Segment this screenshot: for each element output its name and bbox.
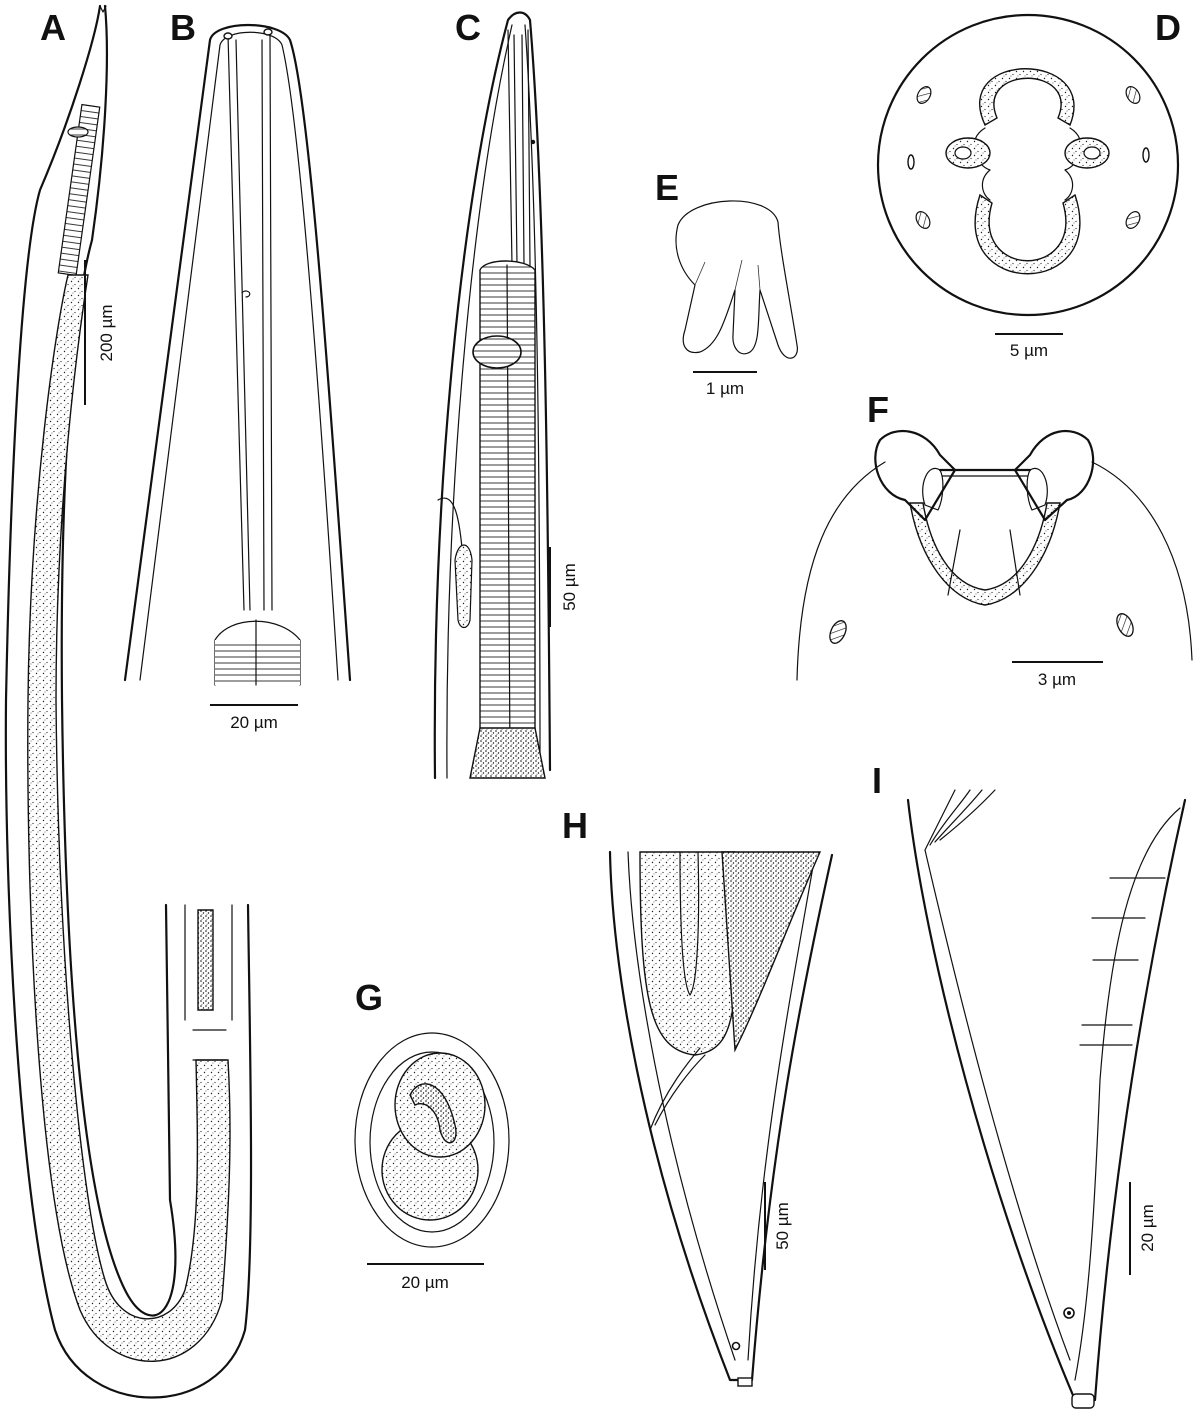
- panel-h-testis: [639, 851, 738, 1056]
- panel-d-amphid-right: [1142, 147, 1150, 163]
- panel-f-scale-label: 3 µm: [1038, 670, 1076, 689]
- panel-f-lateral-head: F 3 µm: [796, 389, 1193, 689]
- panel-b-body-outline: [123, 24, 352, 682]
- panel-f-right-tooth: [1026, 467, 1048, 511]
- panel-g-egg-shell-inner: [369, 1051, 495, 1233]
- panel-b-anterior-end: B 20 µm: [123, 7, 352, 732]
- panel-b-stoma-inner: [235, 39, 265, 611]
- panel-a-vulva-region: [192, 1029, 227, 1061]
- panel-f-stoma-wall: [909, 502, 1061, 606]
- panel-h-scale-label: 50 µm: [773, 1202, 792, 1250]
- panel-h-cuticle-inner: [627, 851, 816, 1361]
- panel-b-esophagus-stripes: [215, 640, 300, 685]
- panel-d-lower-lip: [974, 193, 1081, 275]
- panel-c-stoma-inner: [513, 34, 525, 266]
- panel-c-deirid: [530, 139, 536, 145]
- panel-b-amphid: [241, 290, 251, 298]
- panel-b-cuticle-inner: [139, 31, 339, 681]
- panel-f-left-lip: [874, 429, 957, 522]
- panel-d-apical-view: D 5 µm: [876, 7, 1181, 360]
- panel-a-tail-tip: [99, 5, 107, 13]
- panel-e-tooth-outline: [675, 200, 798, 359]
- panel-i-lateral-line: [1074, 807, 1181, 1381]
- panel-e-letter: E: [655, 167, 679, 208]
- panel-e-tooth-detail: E 1 µm: [655, 167, 798, 398]
- panel-a-body-outline-inner: [60, 4, 177, 1317]
- panel-g-letter: G: [355, 977, 383, 1018]
- panel-g-egg-shell-outer: [354, 1032, 510, 1248]
- panel-d-papilla-1: [916, 86, 932, 104]
- panel-b-papilla-left: [223, 32, 233, 40]
- panel-g-egg: G 20 µm: [354, 977, 510, 1292]
- panel-a-letter: A: [40, 7, 66, 48]
- panel-c-nerve-ring: [472, 335, 522, 369]
- panel-b-papilla-right: [263, 28, 273, 36]
- panel-i-female-tail: I 20 µm: [872, 760, 1187, 1409]
- panel-f-right-lip: [1013, 430, 1095, 522]
- panel-f-papilla-left: [829, 620, 847, 644]
- panel-c-esophageal-region: C 50 µm: [433, 7, 579, 780]
- panel-c-excretory-cell: [454, 544, 473, 629]
- panel-a-intestine: [27, 274, 231, 1362]
- panel-h-spicule: [649, 1047, 706, 1131]
- panel-f-head-outline: [796, 461, 1193, 681]
- panel-a-nerve-ring: [67, 126, 89, 138]
- panel-i-body-outline: [906, 798, 1187, 1402]
- panel-g-scale-label: 20 µm: [401, 1273, 449, 1292]
- panel-g-embryo-fold: [409, 1083, 457, 1144]
- panel-a-esophagus: [57, 103, 101, 277]
- panel-b-letter: B: [170, 7, 196, 48]
- panel-d-papilla-3: [915, 211, 931, 229]
- panel-h-letter: H: [562, 805, 588, 846]
- panel-d-oral-opening: [973, 127, 1082, 201]
- panel-h-male-tail: H 50 µm: [562, 805, 834, 1387]
- panel-d-amphid-left: [907, 154, 915, 170]
- panel-e-tooth-divisions: [694, 259, 761, 291]
- panel-h-intestine-tip: [721, 851, 822, 1053]
- panel-i-tail-tip: [1071, 1393, 1095, 1409]
- panel-d-upper-lip: [978, 68, 1075, 127]
- panel-b-stoma: [227, 34, 273, 611]
- panel-f-left-tooth: [922, 467, 944, 511]
- panel-d-scale-label: 5 µm: [1010, 341, 1048, 360]
- panel-c-letter: C: [455, 7, 481, 48]
- panel-i-rectum-lines: [924, 789, 996, 851]
- panel-e-scale-label: 1 µm: [706, 379, 744, 398]
- panel-f-pharynx-lines: [947, 529, 1021, 596]
- panel-a-ovary: [197, 909, 214, 1011]
- panel-d-letter: D: [1155, 7, 1181, 48]
- panel-h-testis-inner: [679, 851, 700, 996]
- panel-i-inner-line: [924, 849, 1071, 1361]
- panel-c-body-outline: [433, 11, 552, 780]
- panel-i-annulations: [1079, 877, 1166, 1046]
- panel-d-head-outline: [876, 13, 1180, 317]
- panel-d-left-tooth-inner: [954, 146, 972, 160]
- panel-c-stoma: [507, 29, 531, 266]
- panel-f-letter: F: [867, 389, 889, 430]
- panel-c-cuticle-inner: [446, 24, 541, 779]
- panel-i-letter: I: [872, 760, 882, 801]
- panel-f-papilla-right: [1116, 613, 1134, 637]
- panel-h-anus: [731, 1341, 741, 1351]
- panel-c-intestine-start: [469, 727, 546, 779]
- panel-a-scale-label: 200 µm: [97, 304, 116, 361]
- panel-i-scale-label: 20 µm: [1138, 1204, 1157, 1252]
- panel-a-body-outline: [4, 4, 253, 1399]
- panel-h-tail-tip: [737, 1377, 753, 1387]
- panel-d-papilla-2: [1125, 86, 1141, 104]
- panel-b-scale-label: 20 µm: [230, 713, 278, 732]
- panel-a-whole-worm: A 200 µm: [4, 4, 253, 1399]
- panel-d-papilla-4: [1125, 211, 1141, 229]
- panel-d-right-tooth-inner: [1083, 146, 1101, 160]
- panel-i-anus-center: [1067, 1311, 1071, 1315]
- panel-c-scale-label: 50 µm: [560, 563, 579, 611]
